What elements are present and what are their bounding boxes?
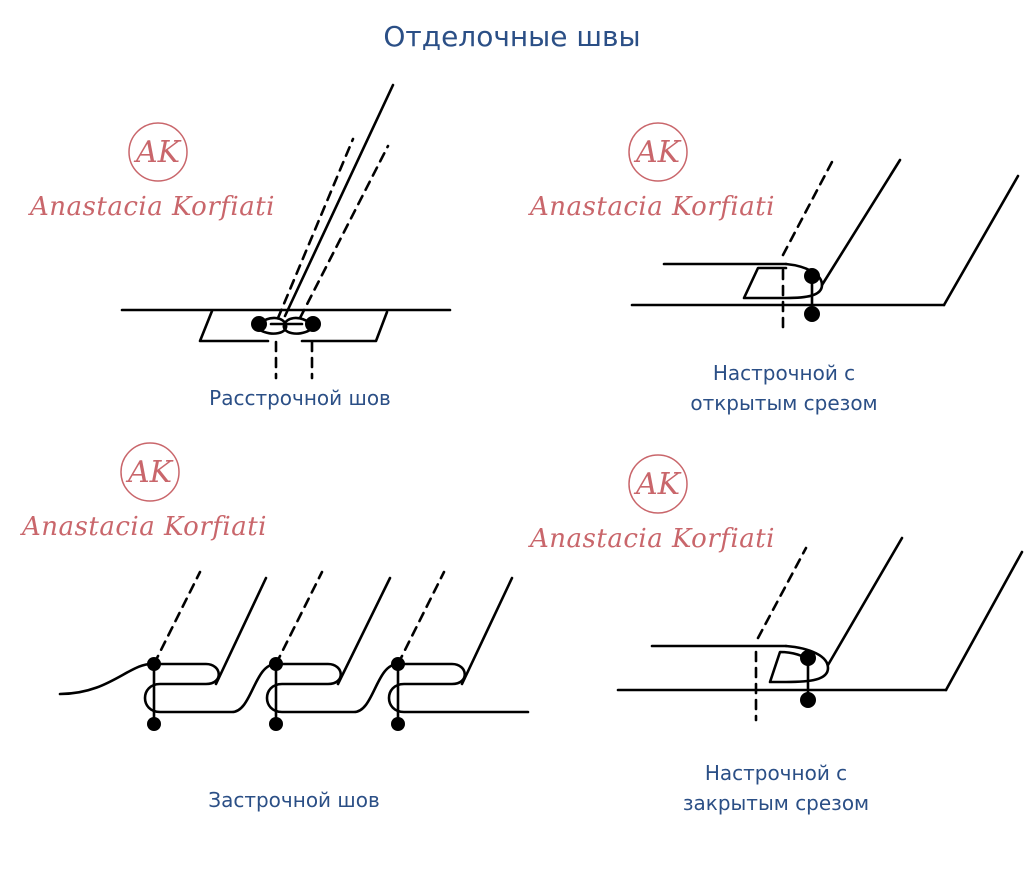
strip-2 <box>336 576 392 686</box>
stitch-dot <box>800 650 816 666</box>
page-title: Отделочные швы <box>383 20 641 53</box>
diagram-lapped-open-edge <box>630 158 1020 334</box>
monogram-logo-icon: AK <box>120 442 180 502</box>
stitch-line-b <box>298 144 390 320</box>
stitch-line-a <box>276 137 355 320</box>
spacer <box>270 88 376 322</box>
spacer <box>295 85 393 316</box>
caption-lapped-closed-edge: Настрочной с закрытым срезом <box>616 758 936 818</box>
diagram-open-seam <box>120 83 452 380</box>
stitch-dot <box>391 717 405 731</box>
monogram-logo-icon: AK <box>628 122 688 182</box>
strip-1 <box>214 576 268 686</box>
bottom-fabric-strip <box>942 174 1020 307</box>
diagram-lapped-closed-edge <box>616 536 1024 722</box>
caption-line: открытым срезом <box>690 391 878 415</box>
svg-text:AK: AK <box>633 135 682 170</box>
stitch-dot <box>269 657 283 671</box>
caption-lapped-open-edge: Настрочной с открытым срезом <box>624 358 944 418</box>
stitch-dot <box>800 692 816 708</box>
caption-line: Застрочной шов <box>208 788 380 812</box>
stitch-dot <box>804 268 820 284</box>
seam-allowance-right <box>300 310 389 343</box>
strip-3 <box>460 576 514 686</box>
svg-text:AK: AK <box>133 135 182 170</box>
stitch-dot <box>147 657 161 671</box>
top-fabric-strip <box>820 158 902 287</box>
stitch-line-2 <box>274 570 324 666</box>
fabric-path <box>58 662 530 714</box>
top-fabric-strip <box>826 536 904 667</box>
caption-line: Настрочной с <box>704 761 848 785</box>
stitch-line-a <box>781 158 835 257</box>
svg-text:AK: AK <box>125 455 174 490</box>
stitch-line-3 <box>396 570 446 666</box>
folded-edge <box>742 262 824 300</box>
stitch-dot <box>147 717 161 731</box>
caption-line: Настрочной с <box>712 361 856 385</box>
watermark-text: Anastacia Korfiati <box>22 512 267 542</box>
spacer <box>200 316 284 341</box>
stitch-line-1 <box>152 570 202 666</box>
stitch-dot <box>251 316 267 332</box>
caption-stitched-down-seam: Застрочной шов <box>144 785 444 815</box>
caption-line: Расстрочной шов <box>209 386 391 410</box>
stitch-dot <box>269 717 283 731</box>
stitch-line-a <box>756 546 808 640</box>
stitch-dot <box>391 657 405 671</box>
caption-open-seam: Расстрочной шов <box>150 383 450 413</box>
svg-text:AK: AK <box>633 467 682 502</box>
monogram-logo-icon: AK <box>128 122 188 182</box>
watermark-text: Anastacia Korfiati <box>530 192 775 222</box>
monogram-logo-icon: AK <box>628 454 688 514</box>
seam-allowance-left <box>198 309 270 343</box>
stitch-dot <box>804 306 820 322</box>
fabric-strip-a <box>283 83 395 318</box>
stitch-dot <box>305 316 321 332</box>
diagram-stitched-down-seam <box>58 570 530 726</box>
watermark-text: Anastacia Korfiati <box>30 192 275 222</box>
watermark-text: Anastacia Korfiati <box>530 524 775 554</box>
caption-line: закрытым срезом <box>682 791 870 815</box>
folded-edge <box>768 644 830 684</box>
bottom-fabric-strip <box>944 550 1024 692</box>
